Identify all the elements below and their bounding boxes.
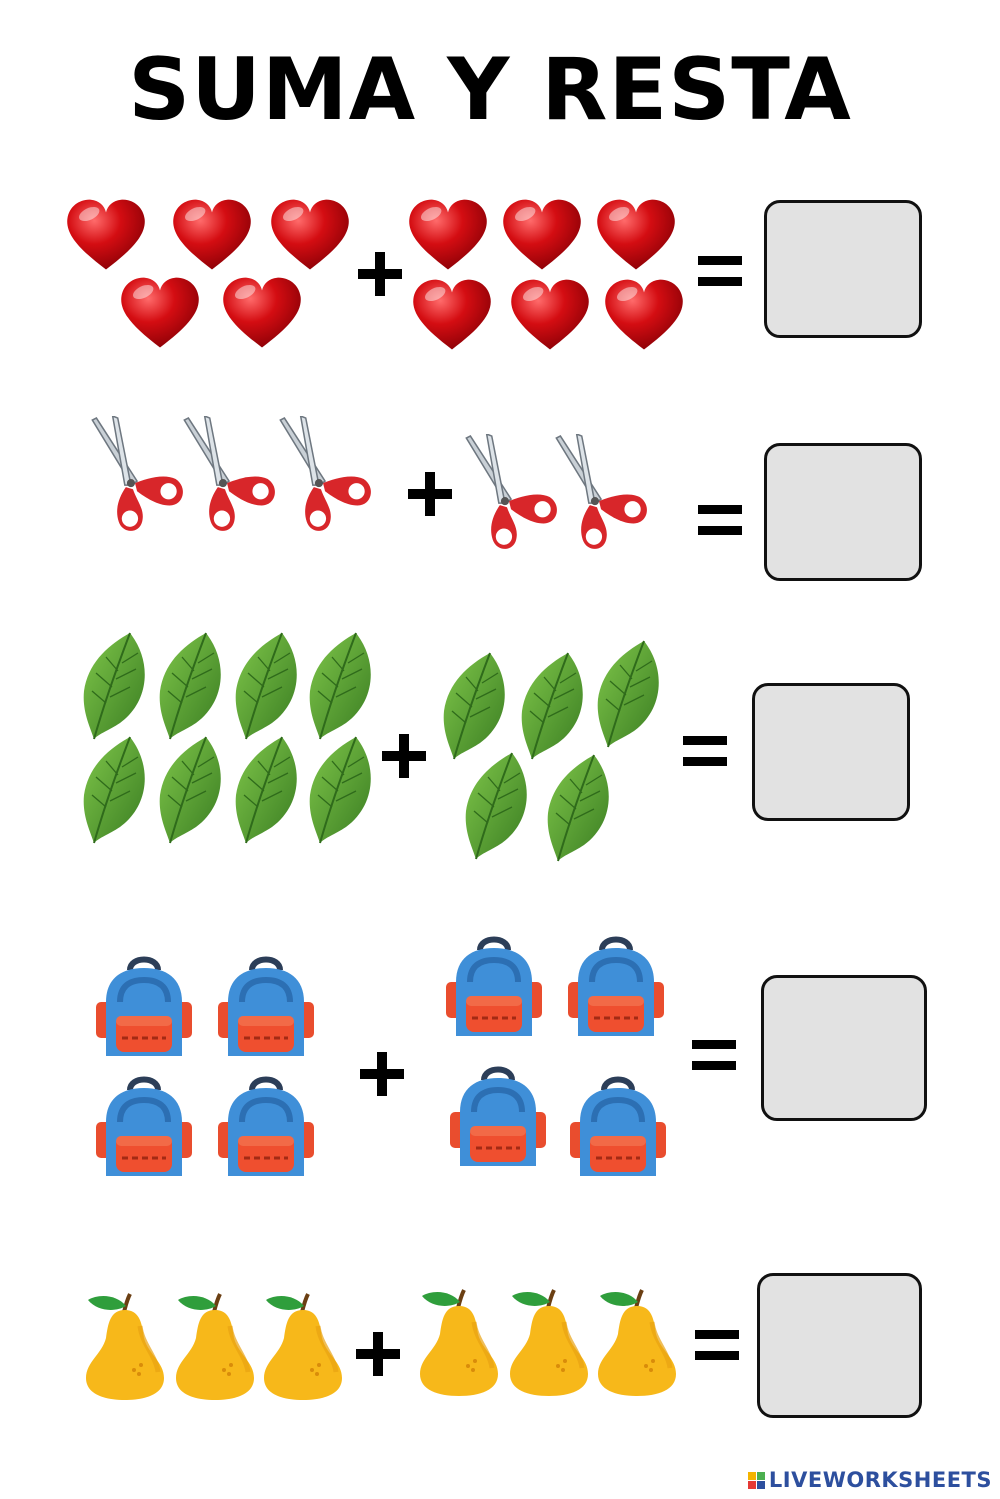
scissors-icon <box>452 432 564 561</box>
plus-sign <box>360 1052 404 1096</box>
plus-sign <box>382 734 426 778</box>
leaf-icon <box>80 734 150 851</box>
leaf-icon <box>518 650 588 767</box>
leaf-icon <box>440 650 510 767</box>
equals-sign <box>698 256 742 286</box>
backpack-icon <box>444 932 544 1047</box>
logo-text: LIVEWORKSHEETS <box>768 1468 992 1492</box>
pear-icon <box>504 1286 594 1405</box>
backpack-icon <box>94 1072 194 1187</box>
pear-icon <box>80 1290 170 1409</box>
heart-icon <box>602 276 686 359</box>
leaf-icon <box>544 752 614 869</box>
plus-sign <box>358 252 402 296</box>
page-title: SUMA Y RESTA <box>128 40 852 140</box>
equals-sign <box>692 1040 736 1070</box>
heart-icon <box>406 196 490 279</box>
heart-icon <box>594 196 678 279</box>
leaf-icon <box>594 638 664 755</box>
backpack-icon <box>566 932 666 1047</box>
leaf-icon <box>232 734 302 851</box>
heart-icon <box>170 196 254 279</box>
leaf-icon <box>306 734 376 851</box>
plus-sign <box>408 472 452 516</box>
logo-mark-icon <box>747 1471 765 1489</box>
scissors-icon <box>170 414 282 543</box>
leaf-icon <box>462 750 532 867</box>
pear-icon <box>258 1290 348 1409</box>
scissors-icon <box>542 432 654 561</box>
pear-icon <box>170 1290 260 1409</box>
liveworksheets-logo: LIVEWORKSHEETS <box>747 1466 992 1494</box>
heart-icon <box>410 276 494 359</box>
backpack-icon <box>94 952 194 1067</box>
equals-sign <box>698 505 742 535</box>
leaf-icon <box>306 630 376 747</box>
backpack-icon <box>448 1062 548 1177</box>
equals-sign <box>683 736 727 766</box>
pear-icon <box>414 1286 504 1405</box>
heart-icon <box>118 274 202 357</box>
leaf-icon <box>232 630 302 747</box>
equals-sign <box>695 1330 739 1360</box>
plus-sign <box>356 1332 400 1376</box>
heart-icon <box>220 274 304 357</box>
backpack-icon <box>216 952 316 1067</box>
heart-icon <box>64 196 148 279</box>
scissors-icon <box>266 414 378 543</box>
backpack-icon <box>216 1072 316 1187</box>
scissors-icon <box>78 414 190 543</box>
leaf-icon <box>156 734 226 851</box>
heart-icon <box>508 276 592 359</box>
answer-box-3[interactable] <box>752 683 910 821</box>
heart-icon <box>268 196 352 279</box>
answer-box-1[interactable] <box>764 200 922 338</box>
leaf-icon <box>156 630 226 747</box>
answer-box-2[interactable] <box>764 443 922 581</box>
answer-box-5[interactable] <box>757 1273 922 1418</box>
heart-icon <box>500 196 584 279</box>
answer-box-4[interactable] <box>761 975 927 1121</box>
leaf-icon <box>80 630 150 747</box>
backpack-icon <box>568 1072 668 1187</box>
pear-icon <box>592 1286 682 1405</box>
